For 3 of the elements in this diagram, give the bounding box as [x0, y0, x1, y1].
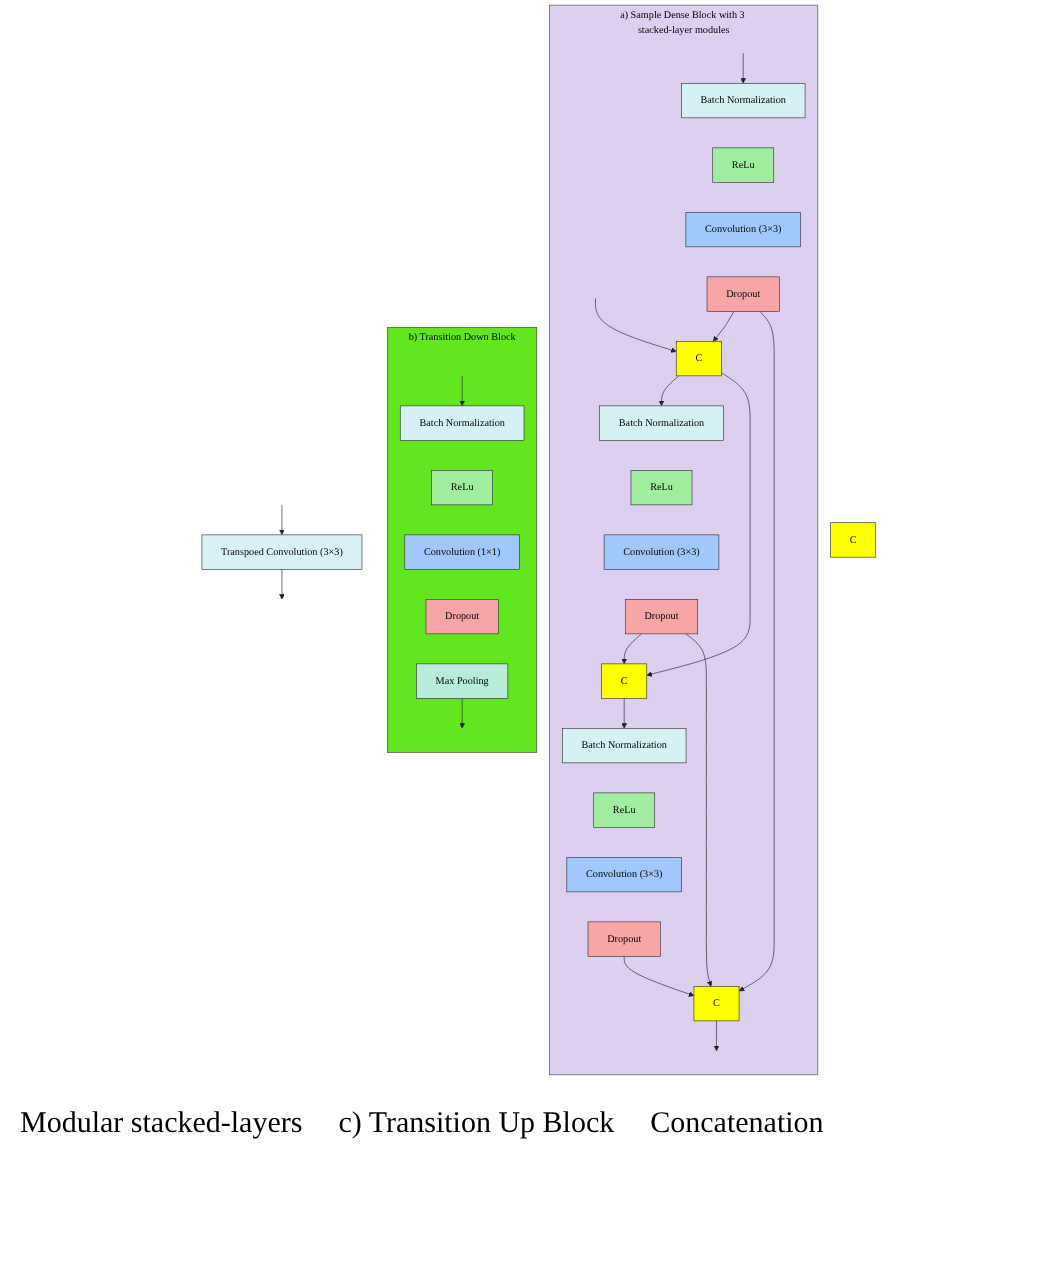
- bracket-label: Concatenation: [650, 1108, 824, 1142]
- bracket-label: Modular stacked-layers: [20, 1108, 303, 1142]
- bracket-label: c) Transition Up Block: [338, 1108, 615, 1142]
